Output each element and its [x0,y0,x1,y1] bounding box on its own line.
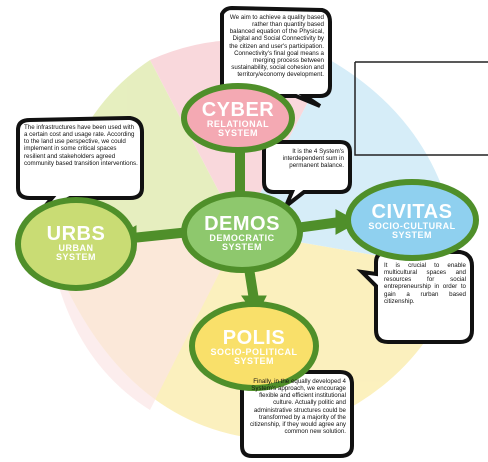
demos-label: DEMOS DEMOCRATIC SYSTEM [192,214,292,252]
polis-circle [189,301,319,391]
civitas-subtitle-2: SYSTEM [391,230,432,240]
urbs-subtitle-1: URBAN [58,243,94,253]
civitas-label: CIVITAS SOCIO-CULTURAL SYSTEM [352,202,472,240]
bubble-top-text: We aim to achieve a quality based rather… [229,14,324,78]
polis-subtitle-1: SOCIO-POLITICAL [210,347,298,357]
demos-subtitle-1: DEMOCRATIC [209,233,275,243]
arrow-to-urbs [127,227,195,243]
bubble-left-text: The infrastructures have been used with … [24,124,138,167]
polis-title: POLIS [222,327,286,349]
urbs-title: URBS [46,223,106,245]
demos-circle [181,191,303,273]
cyber-subtitle-2: SYSTEM [217,128,258,138]
node-circles [15,83,479,391]
bubble-bottom-text: Finally, in the equally developed 4 Syst… [250,378,346,435]
demos-title: DEMOS [204,213,280,235]
bubble-left-shape [16,115,144,214]
cyber-circle [181,83,295,153]
urbs-label: URBS URBAN SYSTEM [30,224,122,262]
bubble-center-text: It is the 4 System's interdependent sum … [282,148,344,170]
civitas-circle [345,179,479,261]
civitas-title: CIVITAS [371,201,453,223]
demos-subtitle-2: SYSTEM [221,242,262,252]
cyber-label: CYBER RELATIONAL SYSTEM [188,100,288,138]
polis-label: POLIS SOCIO-POLITICAL SYSTEM [196,328,312,366]
arrow-to-civitas [291,217,345,233]
civitas-subtitle-1: SOCIO-CULTURAL [368,221,456,231]
cyber-subtitle-1: RELATIONAL [206,119,270,129]
cyber-title: CYBER [201,99,275,121]
polis-subtitle-2: SYSTEM [233,356,274,366]
urbs-circle [15,197,137,291]
callout-frame [354,61,488,156]
urbs-subtitle-2: SYSTEM [55,252,96,262]
bubble-right-text: It is crucial to enable multicultural sp… [384,262,466,305]
